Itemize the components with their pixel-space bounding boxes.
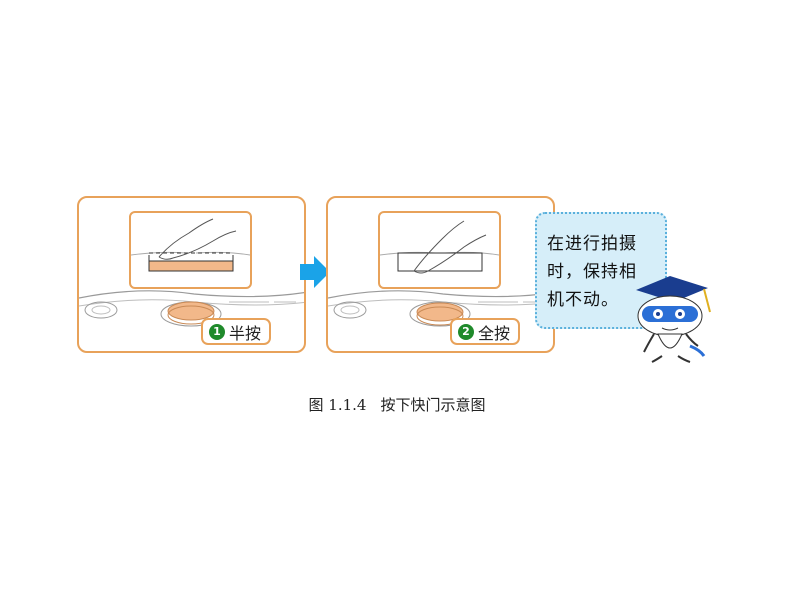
- figure-caption: 图 1.1.4 按下快门示意图: [0, 394, 794, 415]
- shutter-closeup: [378, 211, 501, 289]
- tip-line: 在进行拍摄: [547, 234, 637, 254]
- shutter-button-icon: [167, 301, 215, 321]
- step-1-label: 1 半按: [201, 318, 272, 345]
- finger-press-icon: [131, 218, 250, 272]
- step-2-label: 2 全按: [450, 318, 521, 345]
- tip-line: 机不动。: [547, 290, 619, 310]
- camera-top-illustration: [328, 290, 553, 327]
- figure-number: 图 1.1.4: [308, 396, 367, 414]
- finger-press-icon: [380, 220, 499, 274]
- figure-title: 按下快门示意图: [380, 396, 486, 414]
- tip-line: 时，保持相: [547, 262, 637, 282]
- mascot-doctor-icon: [636, 276, 711, 363]
- full-press-panel: 2 全按: [326, 196, 555, 353]
- camera-top-illustration: [79, 290, 304, 327]
- shutter-button-icon: [416, 302, 464, 322]
- step-number-badge: 1: [209, 323, 225, 340]
- step-text: 全按: [478, 323, 511, 343]
- step-number-badge: 2: [458, 323, 474, 340]
- shutter-closeup: [129, 211, 252, 289]
- half-press-panel: 1 半按: [77, 196, 306, 353]
- step-text: 半按: [229, 323, 262, 343]
- right-arrow-icon: [300, 256, 330, 288]
